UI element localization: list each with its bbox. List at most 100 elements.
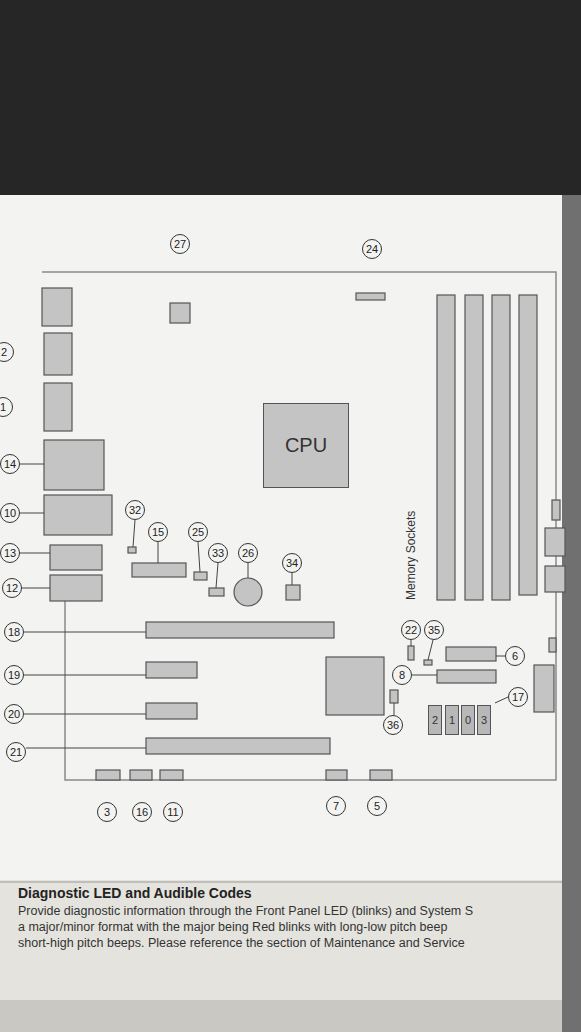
pcie-slot bbox=[146, 703, 197, 719]
callout-number: 26 bbox=[238, 543, 258, 563]
note-text: short-high pitch beeps. Please reference… bbox=[18, 936, 465, 950]
callout-number: 12 bbox=[2, 578, 22, 598]
header bbox=[130, 770, 152, 780]
sata-port: 1 bbox=[445, 705, 459, 735]
header bbox=[356, 293, 385, 300]
header bbox=[286, 585, 300, 600]
callout-number: 15 bbox=[148, 522, 168, 542]
callout-number: 34 bbox=[282, 553, 302, 573]
paper-sheet bbox=[0, 195, 562, 885]
memory-slot bbox=[519, 295, 537, 595]
callout-number: 8 bbox=[392, 665, 412, 685]
separator-line bbox=[0, 882, 562, 883]
sata-port: 2 bbox=[428, 705, 442, 735]
callout-number: 27 bbox=[170, 234, 190, 254]
leader-line bbox=[24, 632, 146, 633]
callout-number: 20 bbox=[4, 704, 24, 724]
pcie-slot bbox=[146, 738, 330, 754]
header bbox=[370, 770, 392, 780]
leader-line bbox=[133, 520, 135, 547]
caption-band bbox=[0, 880, 562, 1000]
leader-line bbox=[292, 573, 293, 585]
io-port bbox=[44, 383, 72, 431]
leader-line bbox=[394, 703, 395, 715]
header bbox=[160, 770, 183, 780]
jumper bbox=[390, 690, 398, 703]
sata-port: 0 bbox=[461, 705, 475, 735]
callout-number: 13 bbox=[0, 543, 20, 563]
leader-line bbox=[20, 588, 50, 589]
chip bbox=[170, 303, 190, 323]
board-outline bbox=[42, 272, 556, 780]
leader-line bbox=[411, 640, 412, 646]
header bbox=[446, 647, 496, 661]
callout-number: 6 bbox=[505, 646, 525, 666]
part-name: Memory Sockets bbox=[404, 511, 418, 600]
jumper bbox=[209, 588, 224, 596]
leader-line bbox=[412, 675, 437, 676]
header bbox=[96, 770, 120, 780]
io-port bbox=[44, 440, 104, 490]
callout-number: 21 bbox=[6, 742, 26, 762]
leader-line bbox=[18, 464, 44, 465]
chipset bbox=[326, 657, 384, 715]
connector bbox=[549, 638, 556, 652]
battery bbox=[234, 578, 262, 606]
connector bbox=[545, 528, 565, 556]
callout-number: 18 bbox=[4, 622, 24, 642]
jumper bbox=[424, 660, 432, 665]
note-text: a major/minor format with the major bein… bbox=[18, 920, 447, 934]
header bbox=[132, 563, 186, 577]
leader-line bbox=[24, 714, 146, 715]
leader-line bbox=[428, 640, 433, 660]
memory-slot bbox=[437, 295, 455, 600]
leader-line bbox=[216, 563, 218, 588]
pcie-slot bbox=[146, 662, 197, 678]
leader-line bbox=[248, 563, 249, 578]
callout-number: 32 bbox=[125, 500, 145, 520]
side-edge bbox=[562, 195, 581, 1032]
io-port bbox=[44, 495, 112, 535]
callout-number: 16 bbox=[132, 802, 152, 822]
pcie-slot bbox=[146, 622, 334, 638]
callout-number: 3 bbox=[97, 802, 117, 822]
callout-number: 25 bbox=[188, 522, 208, 542]
memory-slot bbox=[492, 295, 510, 600]
connector bbox=[552, 500, 560, 520]
components bbox=[42, 288, 565, 780]
io-port bbox=[50, 545, 102, 570]
callout-number: 7 bbox=[326, 796, 346, 816]
power-connector bbox=[534, 665, 554, 712]
callout-number: 5 bbox=[367, 796, 387, 816]
port-number: 0 bbox=[465, 714, 471, 726]
port-number: 3 bbox=[481, 714, 487, 726]
callout-number: 1 bbox=[0, 397, 13, 417]
callout-number: 14 bbox=[0, 454, 20, 474]
leader-line bbox=[496, 656, 505, 657]
callout-number: 22 bbox=[401, 620, 421, 640]
callout-number: 24 bbox=[362, 239, 382, 259]
leader-line bbox=[198, 542, 200, 572]
header bbox=[326, 770, 347, 780]
leader-line bbox=[24, 675, 146, 676]
memory-slot bbox=[465, 295, 483, 600]
io-port bbox=[44, 333, 72, 375]
section-heading: Diagnostic LED and Audible Codes bbox=[18, 885, 252, 901]
io-port bbox=[42, 288, 72, 326]
jumper bbox=[128, 547, 136, 553]
leader-line bbox=[26, 748, 146, 749]
leader-line bbox=[158, 542, 159, 563]
callout-number: 19 bbox=[4, 665, 24, 685]
io-port bbox=[50, 575, 102, 601]
callout-number: 33 bbox=[208, 543, 228, 563]
callout-number: 17 bbox=[508, 687, 528, 707]
cpu-socket: CPU bbox=[263, 403, 349, 488]
jumper bbox=[408, 646, 414, 660]
callout-number: 35 bbox=[424, 620, 444, 640]
leader-line bbox=[18, 553, 50, 554]
jumper bbox=[194, 572, 207, 580]
